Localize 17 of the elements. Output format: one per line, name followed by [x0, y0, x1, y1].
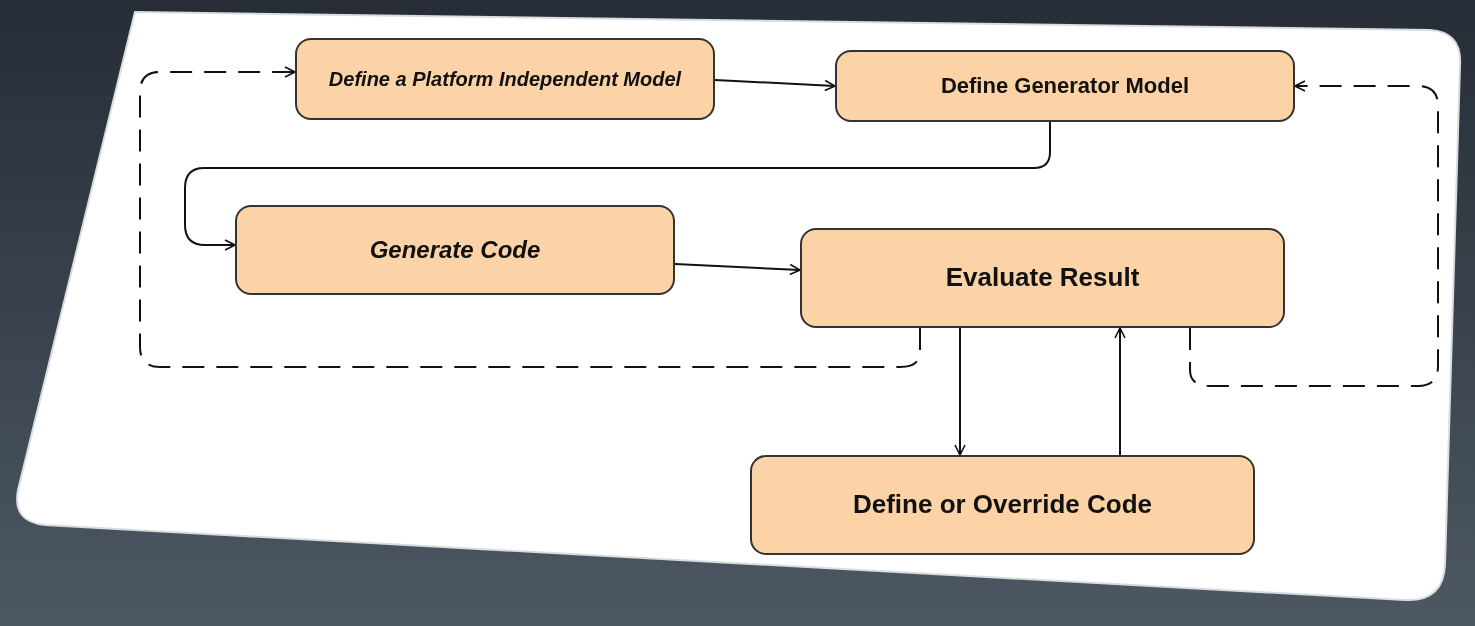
arrow: [184, 121, 1051, 251]
process-box: [835, 50, 1295, 122]
box-label: Define a Platform Independent Model: [328, 67, 682, 91]
box-label: Evaluate Result: [945, 262, 1140, 294]
process-box: [800, 228, 1285, 328]
arrow: [1189, 80, 1439, 387]
process-box: [235, 205, 675, 295]
arrow: [674, 263, 801, 276]
arrow: [714, 79, 836, 92]
box-label: Define or Override Code: [852, 489, 1153, 521]
box-label: Generate Code: [369, 235, 541, 265]
arrow: [1114, 327, 1126, 456]
arrow: [139, 66, 921, 368]
arrow: [954, 327, 966, 456]
box-label: Define Generator Model: [940, 72, 1190, 100]
process-box: [750, 455, 1255, 555]
process-box: [295, 38, 715, 120]
